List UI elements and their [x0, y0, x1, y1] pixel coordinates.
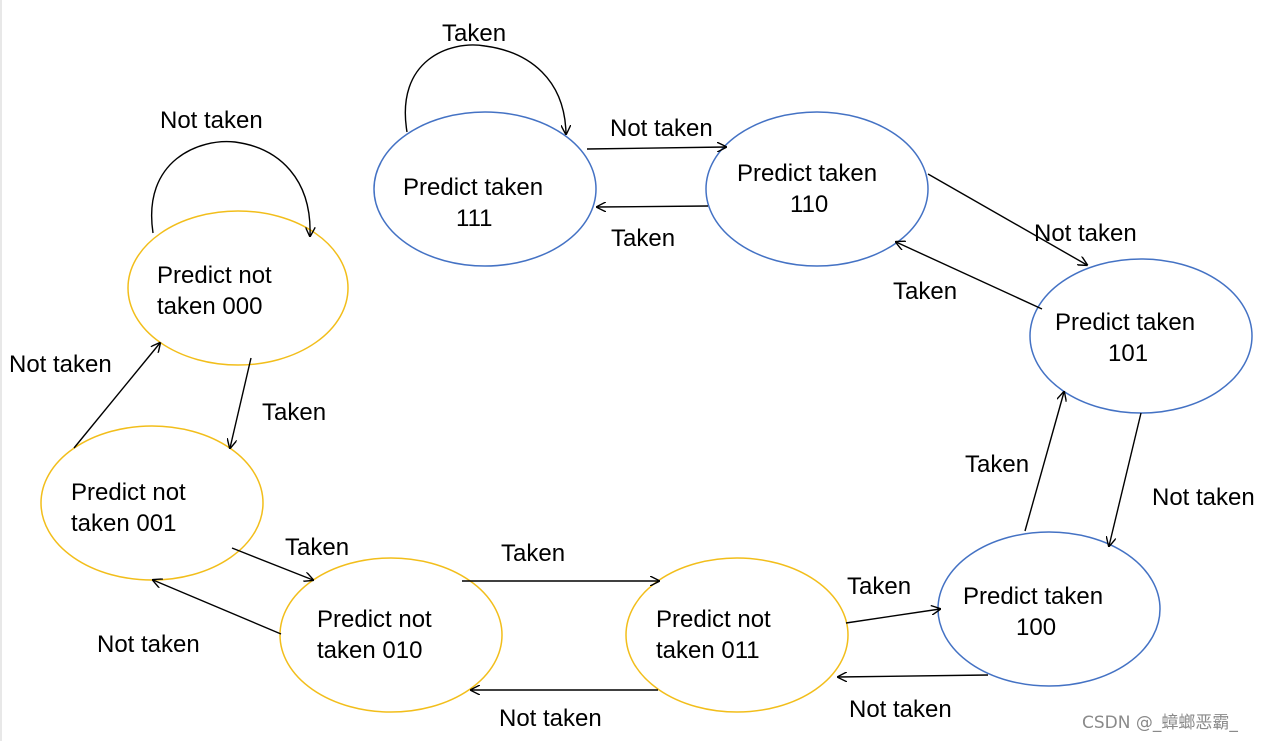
edge-101-to-100-label: Not taken	[1152, 484, 1255, 511]
edge-111-to-110: Not taken	[586, 115, 726, 149]
state-111: Predict taken 111	[373, 111, 597, 267]
edge-111-to-110-arrow	[586, 147, 726, 149]
state-101: Predict taken 101	[1029, 258, 1253, 414]
state-010-ellipse	[279, 557, 503, 713]
edge-011-to-100-label: Taken	[847, 573, 911, 600]
edge-100-to-101-label: Taken	[965, 451, 1029, 478]
edge-100-to-101: Taken	[965, 392, 1064, 532]
state-110-label-line2: 110	[790, 191, 828, 218]
edge-101-to-110-arrow	[896, 242, 1043, 310]
edge-110-to-101-arrow	[927, 173, 1087, 265]
edge-000-self-arrow	[150, 140, 310, 236]
state-010-label-line2: taken 010	[317, 637, 422, 664]
state-010: Predict not taken 010	[279, 557, 503, 713]
state-111-ellipse	[373, 111, 597, 267]
state-110-ellipse	[705, 111, 929, 267]
state-100-label-line1: Predict taken	[963, 583, 1103, 610]
edge-000-to-001-arrow	[230, 357, 252, 448]
edge-111-self-label: Taken	[442, 20, 506, 47]
edge-110-to-111-label: Taken	[611, 225, 675, 252]
state-101-ellipse	[1029, 258, 1253, 414]
state-010-label-line1: Predict not	[317, 606, 432, 633]
edge-001-to-010-label: Taken	[285, 534, 349, 561]
state-110: Predict taken 110	[705, 111, 929, 267]
edge-001-to-010: Taken	[231, 534, 349, 580]
edge-000-self-label: Not taken	[160, 107, 263, 134]
state-111-label-line1: Predict taken	[403, 174, 543, 201]
state-000: Predict not taken 000	[127, 210, 349, 366]
state-000-ellipse	[127, 210, 349, 366]
state-101-label-line1: Predict taken	[1055, 309, 1195, 336]
edge-111-self: Taken	[404, 20, 566, 134]
state-100: Predict taken 100	[937, 531, 1161, 687]
edge-101-to-100-arrow	[1109, 412, 1142, 546]
edge-010-to-011: Taken	[462, 540, 659, 581]
edge-100-to-011-arrow	[838, 675, 989, 677]
edge-010-to-011-label: Taken	[501, 540, 565, 567]
edge-110-to-101-label: Not taken	[1034, 220, 1137, 247]
edge-101-to-110-label: Taken	[893, 278, 957, 305]
edge-010-to-001-arrow	[153, 580, 282, 635]
edge-000-to-001: Taken	[230, 357, 326, 448]
edge-000-self: Not taken	[150, 107, 310, 236]
edge-101-to-110: Taken	[893, 242, 1043, 310]
edge-100-to-011: Not taken	[838, 675, 989, 723]
state-000-label-line2: taken 000	[157, 293, 262, 320]
state-111-label-line2: 111	[456, 205, 492, 232]
edge-110-to-111-arrow	[597, 206, 709, 207]
edge-110-to-101: Not taken	[927, 173, 1137, 265]
edge-011-to-100-arrow	[845, 609, 940, 624]
edge-001-to-010-arrow	[231, 547, 313, 580]
edge-010-to-001: Not taken	[97, 580, 282, 658]
edge-011-to-010-label: Not taken	[499, 705, 602, 732]
state-000-label-line1: Predict not	[157, 262, 272, 289]
state-011-label-line1: Predict not	[656, 606, 771, 633]
state-110-label-line1: Predict taken	[737, 160, 877, 187]
edge-101-to-100: Not taken	[1109, 412, 1255, 546]
edge-010-to-001-label: Not taken	[97, 631, 200, 658]
edge-100-to-101-arrow	[1024, 392, 1064, 532]
edge-100-to-011-label: Not taken	[849, 696, 952, 723]
state-001-label-line2: taken 001	[71, 510, 176, 537]
edge-011-to-100: Taken	[845, 573, 940, 624]
edge-001-to-000-arrow	[73, 343, 160, 449]
edge-110-to-111: Taken	[597, 206, 709, 252]
watermark-text: CSDN @_蟑螂恶霸_	[1082, 713, 1238, 733]
state-001: Predict not taken 001	[40, 425, 264, 581]
edge-000-to-001-label: Taken	[262, 399, 326, 426]
state-011-ellipse	[625, 557, 849, 713]
edge-001-to-000: Not taken	[9, 343, 160, 449]
edge-111-self-arrow	[404, 44, 566, 134]
edge-111-to-110-label: Not taken	[610, 115, 713, 142]
state-011-label-line2: taken 011	[656, 637, 760, 664]
state-100-label-line2: 100	[1016, 614, 1056, 641]
state-011: Predict not taken 011	[625, 557, 849, 713]
edge-011-to-010: Not taken	[471, 690, 658, 732]
state-001-label-line1: Predict not	[71, 479, 186, 506]
state-101-label-line2: 101	[1108, 340, 1148, 367]
edge-001-to-000-label: Not taken	[9, 351, 112, 378]
